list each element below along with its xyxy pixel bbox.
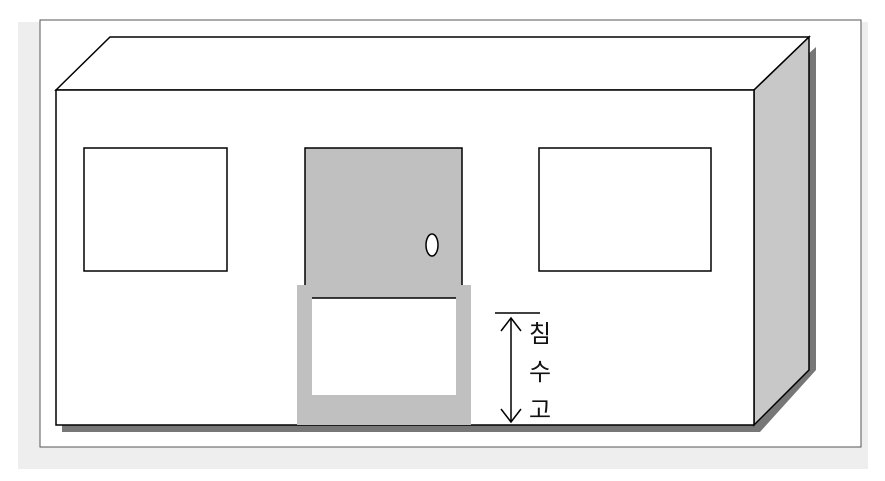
height-label-char-1: 침 [529,320,551,348]
arrow-up-icon [500,316,522,332]
building-side-face [753,35,810,427]
height-label-char-2: 수 [529,358,551,386]
height-label-char-3: 고 [529,396,551,424]
right-window [538,147,712,272]
door-knob-icon [425,233,439,257]
building-top-face [54,36,811,91]
arrow-down-icon [500,408,522,424]
door [304,147,463,299]
flood-barrier [297,285,471,425]
left-window [83,147,228,272]
